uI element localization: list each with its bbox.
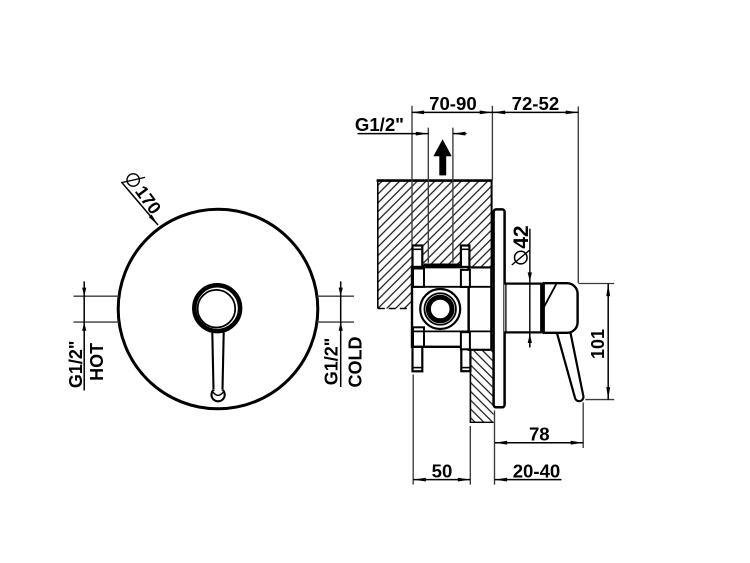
svg-text:20-40: 20-40	[513, 461, 561, 482]
svg-text:70-90: 70-90	[429, 93, 477, 114]
svg-text:101: 101	[588, 329, 608, 359]
svg-text:COLD: COLD	[346, 337, 366, 388]
svg-text:G1/2": G1/2"	[355, 114, 404, 135]
svg-text:42: 42	[510, 225, 533, 248]
svg-text:G1/2": G1/2"	[66, 341, 86, 389]
svg-text:G1/2": G1/2"	[321, 338, 341, 386]
svg-text:50: 50	[432, 461, 453, 482]
svg-text:72-52: 72-52	[512, 93, 560, 114]
svg-text:HOT: HOT	[87, 343, 107, 381]
svg-text:78: 78	[529, 424, 550, 445]
